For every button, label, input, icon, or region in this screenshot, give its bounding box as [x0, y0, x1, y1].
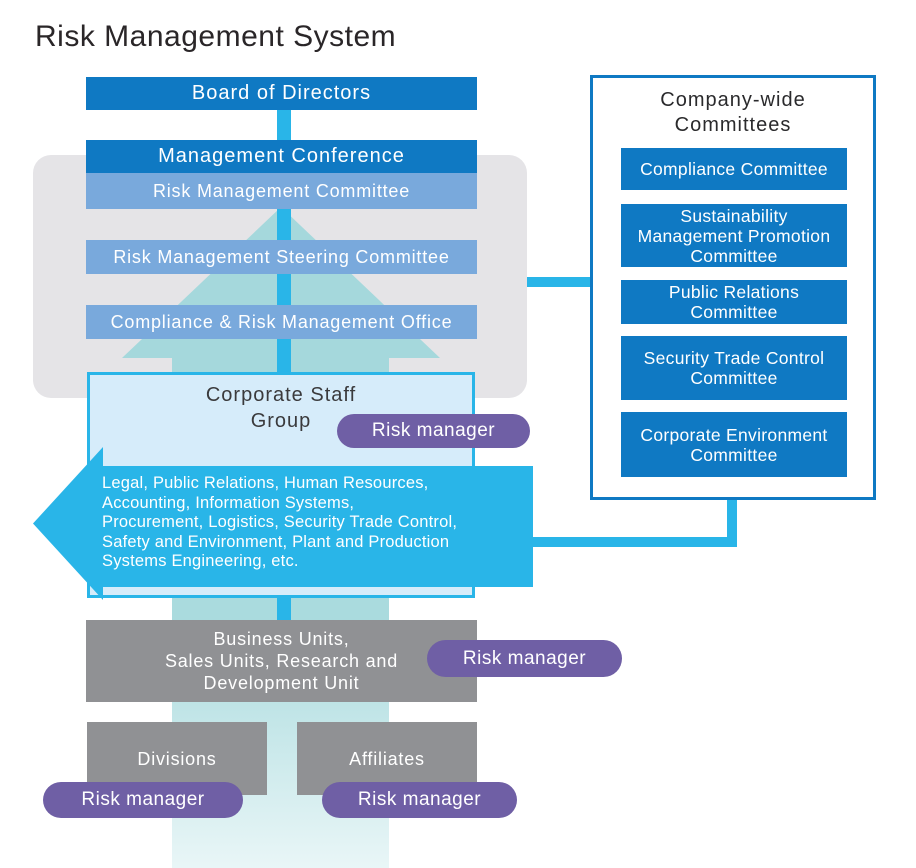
- functions-left-arrow-head-icon: [33, 447, 103, 600]
- company-wide-committees-title: Company-wide Committees: [660, 89, 806, 136]
- board-of-directors-box: Board of Directors: [86, 77, 477, 110]
- connector-panel-left: [527, 277, 592, 287]
- committee-box-security-trade: Security Trade Control Committee: [621, 336, 847, 400]
- committee-box-sustainability: Sustainability Management Promotion Comm…: [621, 204, 847, 267]
- functions-list-text: Legal, Public Relations, Human Resources…: [102, 474, 458, 571]
- business-units-box: Business Units, Sales Units, Research an…: [86, 620, 477, 702]
- risk-manager-pill-divisions: Risk manager: [43, 782, 243, 818]
- connector-board-conference: [277, 110, 291, 141]
- connector-arrow-panel-vertical: [727, 500, 737, 547]
- committee-box-compliance: Compliance Committee: [621, 148, 847, 190]
- page-title: Risk Management System: [35, 20, 397, 53]
- corporate-staff-group-title: Corporate Staff Group: [205, 384, 357, 432]
- compliance-office-box: Compliance & Risk Management Office: [86, 305, 477, 339]
- risk-manager-pill-business: Risk manager: [427, 640, 622, 677]
- management-conference-box: Management Conference: [86, 140, 477, 173]
- committee-box-corporate-environment: Corporate Environment Committee: [621, 412, 847, 477]
- committee-box-public-relations: Public Relations Committee: [621, 280, 847, 324]
- steering-committee-box: Risk Management Steering Committee: [86, 240, 477, 274]
- connector-arrow-panel-horizontal: [533, 537, 737, 547]
- connector-main-vertical: [277, 209, 291, 373]
- risk-manager-pill-affiliates: Risk manager: [322, 782, 517, 818]
- connector-corporate-business: [277, 597, 291, 621]
- functions-left-arrow-body: [100, 466, 533, 587]
- risk-manager-pill-corporate: Risk manager: [337, 414, 530, 448]
- risk-management-committee-box: Risk Management Committee: [86, 173, 477, 209]
